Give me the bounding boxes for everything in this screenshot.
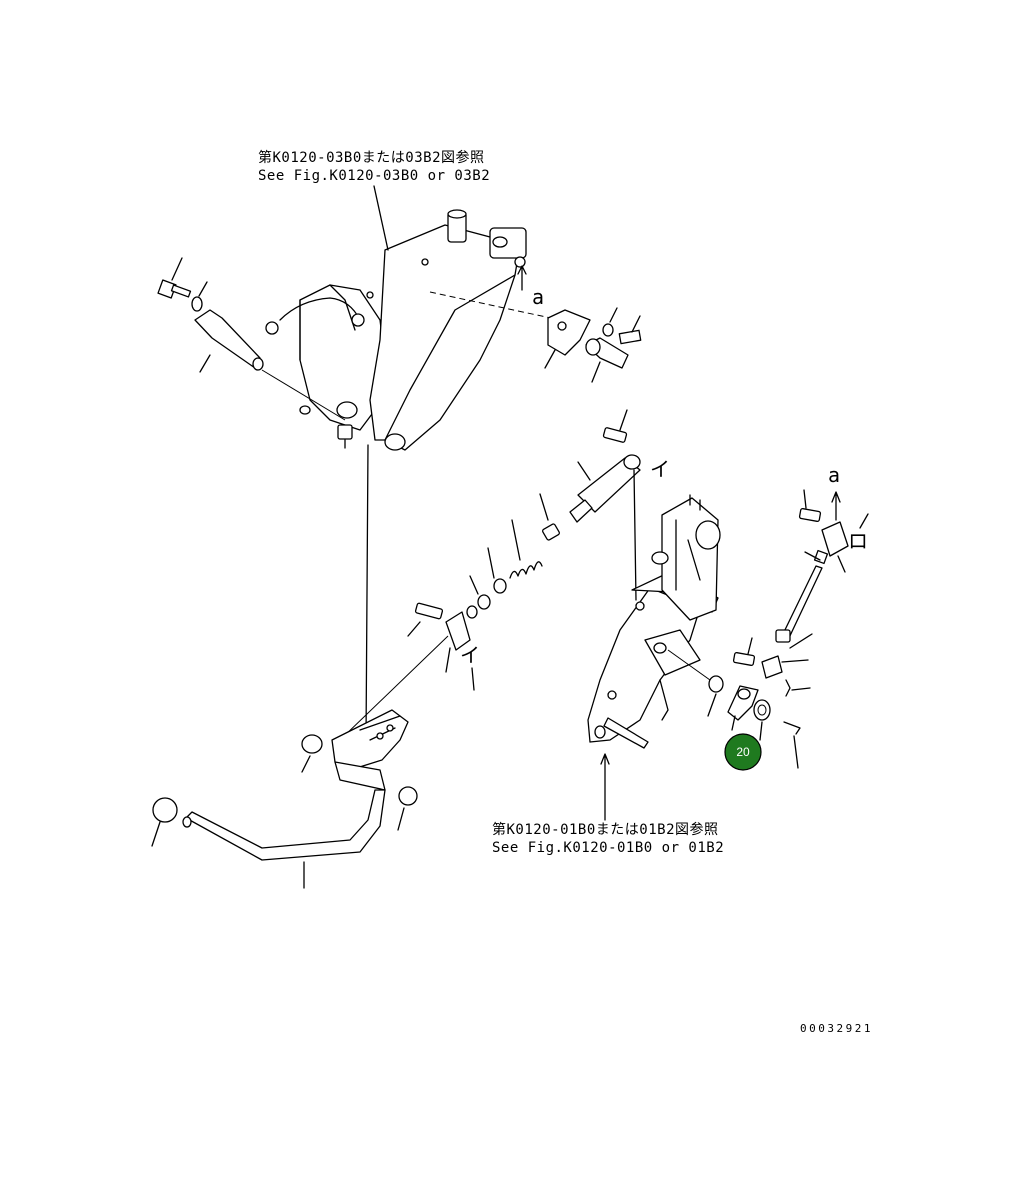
spring [509,519,543,579]
lower-reference-en: See Fig.K0120-01B0 or 01B2 [492,840,724,856]
lock-nut [466,605,478,619]
right-cotter-pin [785,679,811,697]
upper-pedal-bracket [265,209,527,451]
upper-right-washer [602,307,618,337]
lower-pedal-bracket [331,709,409,791]
right-pedal-bracket [587,494,721,749]
arrow-a-upper [517,265,527,291]
right-top-bolt [798,489,822,522]
pedal-knob-stud [182,816,192,828]
mid-left-bolt [407,602,444,637]
leader-ro-right [859,513,869,529]
marker-a-right: a [828,463,840,487]
upper-reference-leader [373,185,389,251]
marker-i-mid: イ [650,457,670,481]
lower-reference-jp: 第K0120-01B0または01B2図参照 [492,821,719,838]
spring-nut [487,547,507,594]
pedal-lever [185,789,386,889]
upper-right-clevis [544,309,591,369]
right-bolt [732,637,756,666]
spring-washer [469,575,491,610]
right-link-rod [775,549,829,649]
damper-cylinder [569,454,641,523]
callout-20-label[interactable]: 20 [736,745,750,759]
leader-i-left [471,667,475,691]
lower-left-bushing [301,734,323,773]
link-a-upper [429,291,561,321]
right-small-bushing [667,649,724,717]
damper-end-nut [539,493,560,541]
marker-ro-right: ロ [848,529,868,553]
right-top-clevis [821,521,849,573]
mid-clevis [339,611,471,741]
vertical-rod [365,444,369,741]
marker-a-upper: a [532,285,544,309]
upper-reference-en: See Fig.K0120-03B0 or 03B2 [258,168,490,184]
upper-left-washer [191,281,208,312]
right-arm [727,685,759,731]
drawing-code: 00032921 [800,1022,873,1035]
right-lower-pin [783,721,801,769]
right-collar [761,655,809,679]
lower-right-bushing [397,786,418,831]
callout-20[interactable]: 20 [724,733,762,771]
upper-right-pin [585,337,629,383]
upper-reference-jp: 第K0120-03B0または03B2図参照 [258,149,485,166]
mid-bolt [602,409,628,443]
marker-i-left: イ [460,643,480,667]
pedal-knob [151,797,178,847]
lower-reference-leader [600,753,610,821]
upper-pin-shaft [194,309,346,421]
upper-right-bolt [618,315,642,345]
upper-left-bolt [157,257,192,299]
callout-20-circle[interactable] [724,733,762,771]
arrow-a-right [831,491,841,521]
right-washer [753,699,771,741]
link-i-mid [633,469,637,601]
